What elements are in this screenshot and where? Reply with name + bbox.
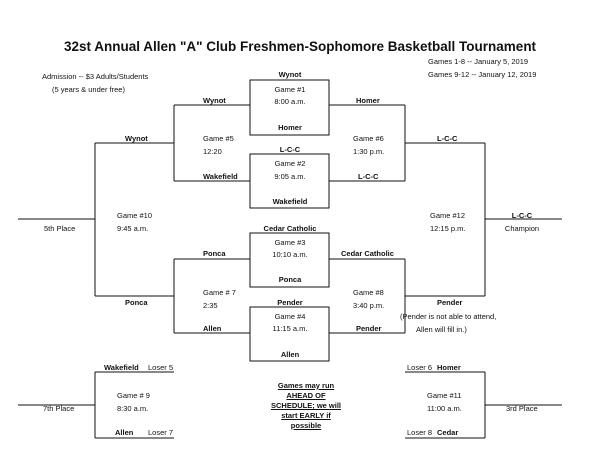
game-5-team-top: Wynot (203, 96, 226, 105)
game-1-label: Game #1 (274, 85, 306, 94)
game-7-team-top: Ponca (203, 249, 226, 258)
game-12-team-top: L-C-C (437, 134, 458, 143)
game-10-label: Game #10 (117, 211, 153, 220)
schedule-note-line: AHEAD OF (286, 391, 326, 400)
champion-label: Champion (504, 224, 540, 233)
game-3-team-bottom: Ponca (278, 275, 302, 284)
game-3-time: 10:10 a.m. (272, 250, 308, 259)
game-4-team-top: Pender (277, 298, 303, 307)
game-1-time: 8:00 a.m. (274, 97, 306, 106)
game-8-label: Game #8 (353, 288, 384, 297)
pender-note-line2: Allen will fill in.) (416, 325, 467, 334)
game-9-team-top: Wakefield (104, 363, 139, 372)
game-8-time: 3:40 p.m. (353, 301, 385, 310)
game-9-team-bottom: Allen (115, 428, 134, 437)
game-11-label: Game #11 (427, 391, 462, 400)
game-6-label: Game #6 (353, 134, 384, 143)
game-2-label: Game #2 (274, 159, 306, 168)
game-5-team-bottom: Wakefield (203, 172, 238, 181)
game-1-box (249, 79, 330, 136)
game-4-team-bottom: Allen (280, 350, 300, 359)
game-2-team-top: L-C-C (279, 145, 301, 154)
champion-team: L-C-C (511, 211, 533, 220)
fifth-place-label: 5th Place (44, 224, 76, 233)
game-11-team-top: Homer (437, 363, 461, 372)
dates-games-9-12: Games 9-12 -- January 12, 2019 (428, 70, 537, 79)
game-6-time: 1:30 p.m. (353, 147, 385, 156)
game-4-label: Game #4 (274, 312, 306, 321)
game-9-time: 8:30 a.m. (117, 404, 149, 413)
game-8-team-bottom: Pender (356, 324, 382, 333)
game-7-team-bottom: Allen (203, 324, 222, 333)
schedule-note: Games may run AHEAD OF SCHEDULE; we will… (269, 381, 343, 431)
pender-note-line1: (Pender is not able to attend, (400, 312, 497, 321)
game-9-label: Game # 9 (117, 391, 150, 400)
game-12-team-bottom: Pender (437, 298, 463, 307)
game-7-time: 2:35 (203, 301, 218, 310)
game-10-team-bottom: Ponca (125, 298, 148, 307)
schedule-note-line: Games may run (277, 381, 335, 390)
game-2-time: 9:05 a.m. (274, 172, 306, 181)
dates-games-1-8: Games 1-8 -- January 5, 2019 (428, 57, 529, 66)
game-10-team-top: Wynot (125, 134, 148, 143)
admission-price: Admission -- $3 Adults/Students (42, 72, 149, 81)
game-5-time: 12:20 (203, 147, 222, 156)
game-1-team-bottom: Homer (278, 123, 302, 132)
game-3-box (249, 232, 330, 288)
seventh-place-label: 7th Place (43, 404, 75, 413)
game-8-team-top: Cedar Catholic (341, 249, 394, 258)
tournament-title: 32st Annual Allen "A" Club Freshmen-Soph… (63, 39, 537, 54)
game-11-time: 11:00 a.m. (427, 404, 462, 413)
game-2-team-bottom: Wakefield (272, 197, 308, 206)
schedule-note-line: possible (290, 421, 322, 430)
schedule-note-line: SCHEDULE; we will (270, 401, 341, 410)
game-6-team-bottom: L-C-C (358, 172, 379, 181)
game-11-team-bottom: Cedar (437, 428, 459, 437)
schedule-note-line: start EARLY if (281, 411, 331, 420)
game-12-label: Game #12 (430, 211, 466, 220)
game-9-top-note: Loser 5 (148, 363, 174, 372)
admission-note: (5 years & under free) (52, 85, 125, 94)
game-4-time: 11:15 a.m. (272, 324, 308, 333)
game-3-team-top: Cedar Catholic (263, 224, 317, 233)
game-6-team-top: Homer (356, 96, 380, 105)
game-9-bottom-note: Loser 7 (148, 428, 174, 437)
game-4-box (249, 306, 330, 362)
game-11-bottom-note: Loser 8 (407, 428, 433, 437)
third-place-label: 3rd Place (506, 404, 538, 413)
game-11-top-note: Loser 6 (407, 363, 433, 372)
game-3-label: Game #3 (274, 238, 306, 247)
game-10-time: 9:45 a.m. (117, 224, 149, 233)
game-12-time: 12:15 p.m. (430, 224, 466, 233)
game-7-label: Game # 7 (203, 288, 236, 297)
game-1-team-top: Wynot (278, 70, 302, 79)
game-5-label: Game #5 (203, 134, 234, 143)
